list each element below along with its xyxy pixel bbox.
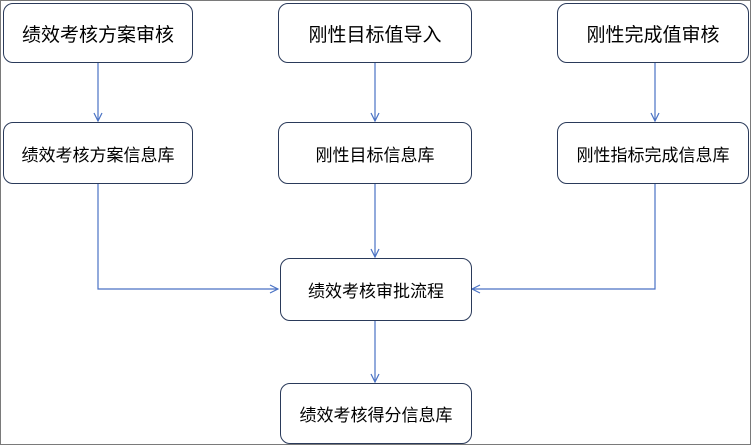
- node-kpi-approval-flow: 绩效考核审批流程: [280, 258, 472, 321]
- node-rigid-indicator-db-label: 刚性指标完成信息库: [576, 145, 730, 166]
- node-kpi-score-db: 绩效考核得分信息库: [280, 383, 472, 444]
- node-kpi-plan-db-label: 绩效考核方案信息库: [21, 145, 175, 166]
- node-rigid-completion-review: 刚性完成值审核: [557, 3, 749, 63]
- arrow-indicator-db-to-approval: [472, 184, 656, 289]
- node-rigid-completion-review-label: 刚性完成值审核: [586, 23, 720, 46]
- node-rigid-target-db: 刚性目标信息库: [278, 122, 472, 184]
- arrow-plan-db-to-approval: [97, 184, 278, 289]
- node-kpi-plan-review-label: 绩效考核方案审核: [21, 23, 174, 46]
- node-rigid-target-db-label: 刚性目标信息库: [315, 145, 435, 166]
- node-kpi-score-db-label: 绩效考核得分信息库: [299, 406, 453, 426]
- node-kpi-plan-db: 绩效考核方案信息库: [3, 122, 193, 184]
- node-kpi-approval-flow-label: 绩效考核审批流程: [308, 282, 444, 302]
- node-rigid-target-import: 刚性目标值导入: [278, 3, 472, 63]
- node-rigid-indicator-db: 刚性指标完成信息库: [557, 122, 749, 184]
- node-rigid-target-import-label: 刚性目标值导入: [308, 23, 442, 46]
- node-kpi-plan-review: 绩效考核方案审核: [3, 3, 193, 63]
